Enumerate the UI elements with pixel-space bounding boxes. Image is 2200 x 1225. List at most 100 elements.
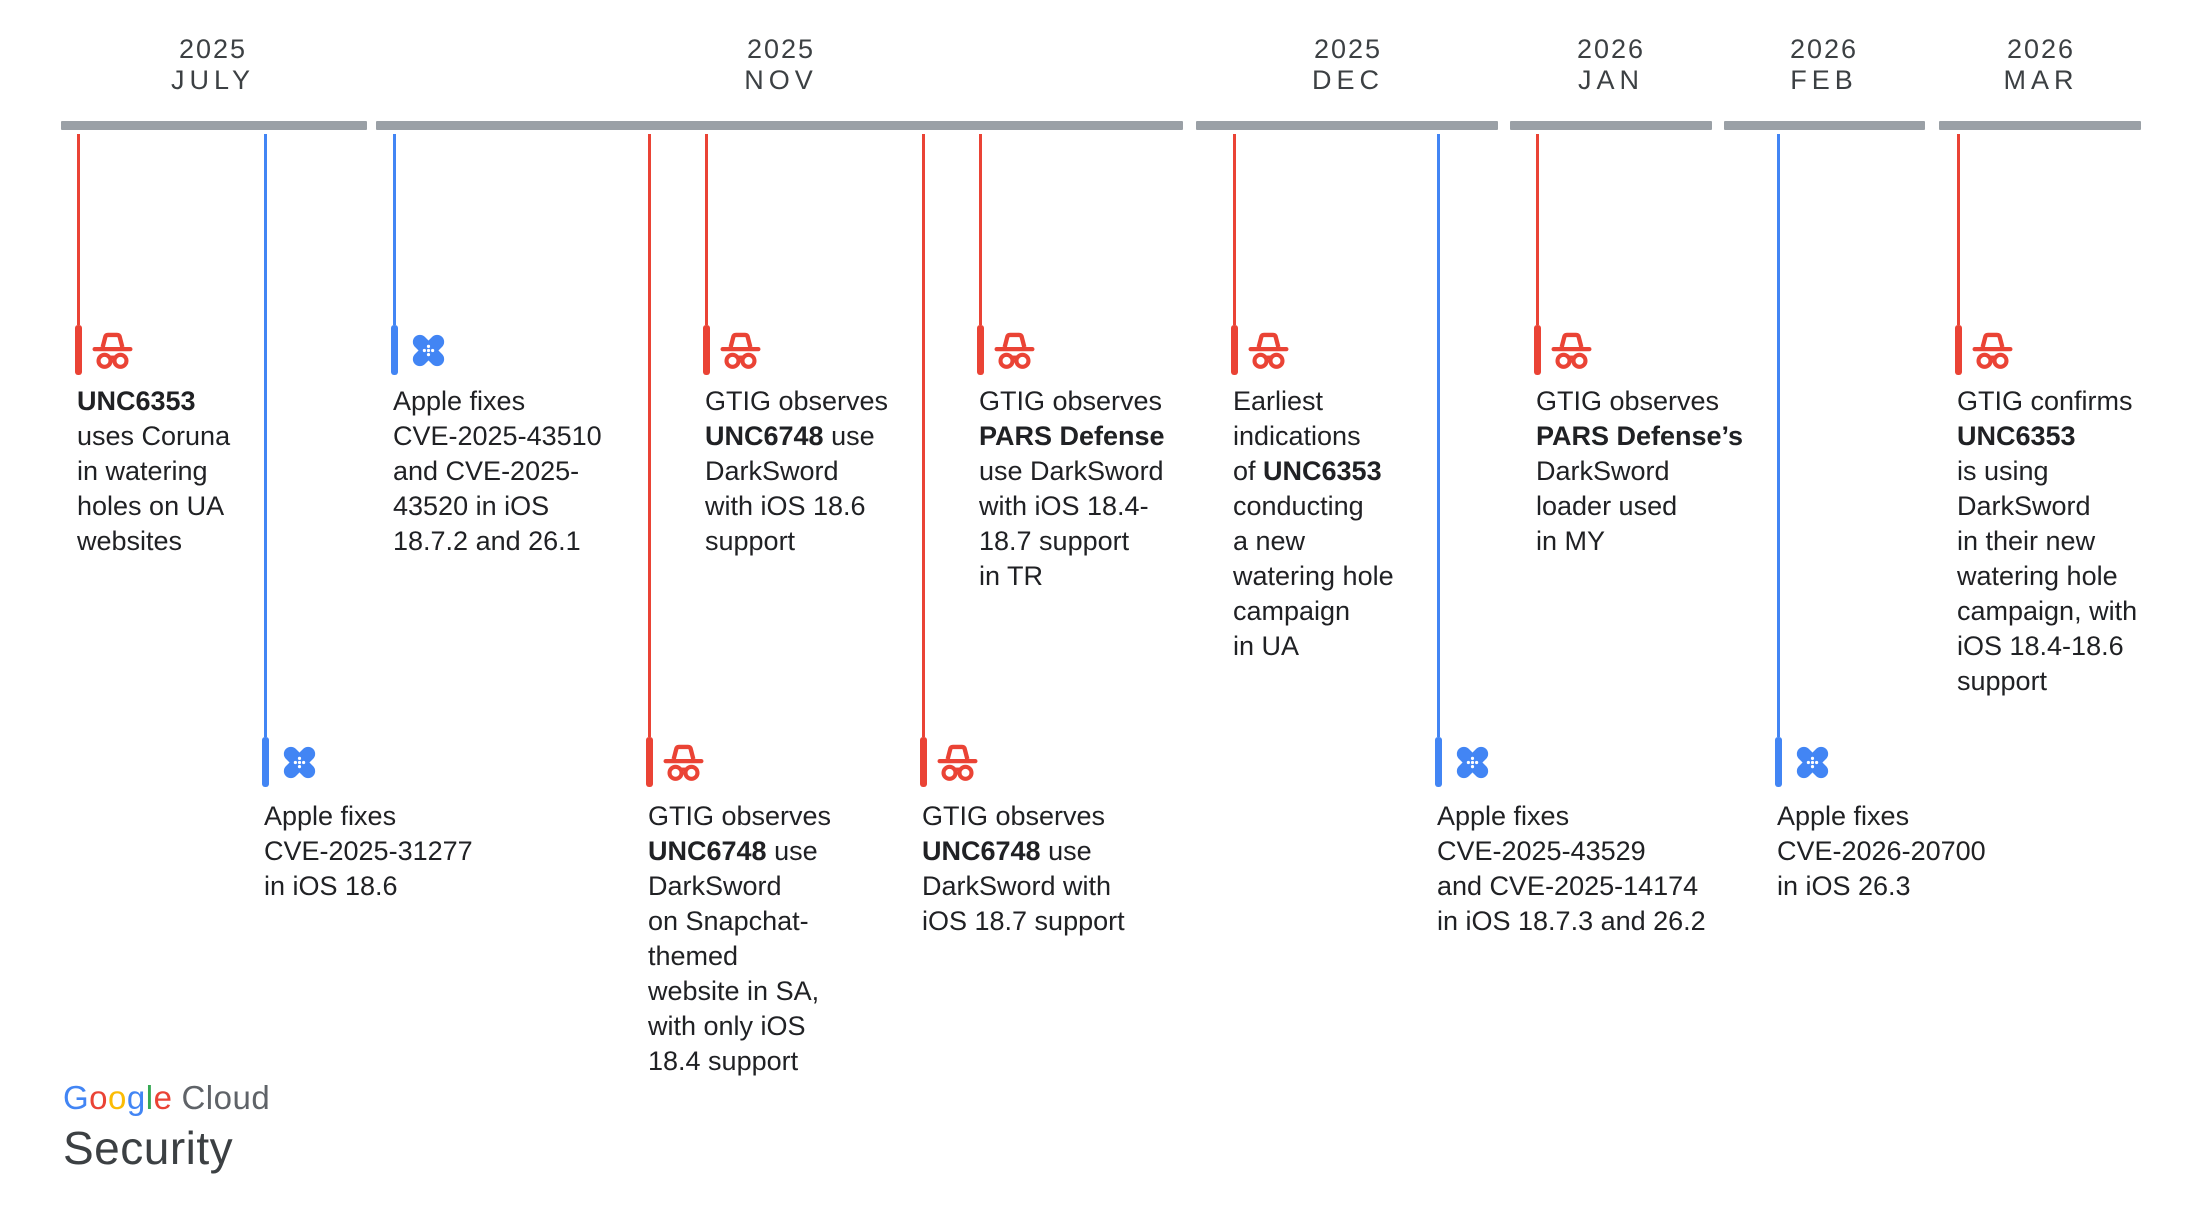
event-text-line: CVE-2025-43510	[393, 421, 602, 451]
timeline-bar-segment	[61, 121, 367, 130]
google-letter: l	[145, 1079, 154, 1116]
event-tick	[1435, 737, 1442, 787]
month-year-text: 2025	[178, 34, 248, 64]
event-stem	[705, 134, 708, 325]
month-name-text: JAN	[1577, 65, 1645, 95]
event-text-line: 18.7.2 and 26.1	[393, 526, 581, 556]
event-text-line: on Snapchat-	[648, 906, 809, 936]
event-text-line: iOS 18.7 support	[922, 906, 1125, 936]
event-text-line: DarkSword	[648, 871, 782, 901]
google-letter: o	[89, 1079, 109, 1116]
event-text-line: in iOS 18.6	[264, 871, 398, 901]
event-text-line: GTIG observes	[979, 386, 1163, 416]
event-text-line: PARS Defense’s	[1536, 421, 1744, 451]
event-stem	[648, 134, 651, 737]
event-text-line: websites	[77, 526, 183, 556]
month-year-text: 2026	[1576, 34, 1646, 64]
event-text-line: is using	[1957, 456, 2049, 486]
incognito-icon	[1549, 328, 1594, 373]
event-stem	[1536, 134, 1539, 325]
event-text-line: GTIG observes	[648, 801, 832, 831]
event-tick	[75, 325, 82, 375]
event-text-line: and CVE-2025-	[393, 456, 580, 486]
event-text-line: holes on UA	[77, 491, 225, 521]
event-text-line: UNC6353	[77, 386, 196, 416]
event-text-line: Earliest	[1233, 386, 1324, 416]
event-text-line: website in SA,	[648, 976, 820, 1006]
event-text-line: in watering	[77, 456, 208, 486]
bandage-icon	[277, 740, 322, 785]
event-text-line: watering hole	[1233, 561, 1394, 591]
incognito-icon	[992, 328, 1037, 373]
event-stem	[922, 134, 925, 737]
event-text-line: with iOS 18.6	[705, 491, 866, 521]
event-text-line: conducting	[1233, 491, 1364, 521]
incognito-icon	[90, 328, 135, 373]
event-stem	[1233, 134, 1236, 325]
event-text-line: campaign, with	[1957, 596, 2138, 626]
timeline-bar-segment	[1510, 121, 1712, 130]
event-tick	[391, 325, 398, 375]
event-text-line: in TR	[979, 561, 1044, 591]
incognito-icon	[718, 328, 763, 373]
event-text-line: campaign	[1233, 596, 1351, 626]
event-stem	[393, 134, 396, 325]
month-year-text: 2026	[2006, 34, 2076, 64]
event-tick	[646, 737, 653, 787]
event-text-line: use DarkSword	[979, 456, 1164, 486]
event-text-line: of UNC6353	[1233, 456, 1382, 486]
event-tick	[1534, 325, 1541, 375]
event-text-line: CVE-2025-31277	[264, 836, 473, 866]
incognito-icon	[1970, 328, 2015, 373]
event-text-line: with only iOS	[648, 1011, 806, 1041]
month-year-text: 2025	[746, 34, 816, 64]
event-text-line: 18.4 support	[648, 1046, 799, 1076]
event-text-line: 43520 in iOS	[393, 491, 550, 521]
event-text-line: CVE-2026-20700	[1777, 836, 1986, 866]
timeline-bar-segment	[376, 121, 1183, 130]
event-text-line: in UA	[1233, 631, 1300, 661]
event-text-line: GTIG observes	[1536, 386, 1720, 416]
google-letter: o	[108, 1079, 127, 1116]
event-text-line: in their new	[1957, 526, 2096, 556]
timeline-bar-segment	[1196, 121, 1498, 130]
event-stem	[1957, 134, 1960, 325]
month-year-text: 2026	[1789, 34, 1859, 64]
event-text-line: UNC6748 use	[922, 836, 1092, 866]
event-text-line: iOS 18.4-18.6	[1957, 631, 2124, 661]
event-stem	[1437, 134, 1440, 737]
event-tick	[1231, 325, 1238, 375]
incognito-icon	[661, 740, 706, 785]
event-stem	[77, 134, 80, 325]
event-text-line: watering hole	[1957, 561, 2118, 591]
event-text-line: in iOS 18.7.3 and 26.2	[1437, 906, 1706, 936]
event-stem	[264, 134, 267, 737]
month-name-text: MAR	[2003, 65, 2079, 95]
event-tick	[1775, 737, 1782, 787]
month-name-text: FEB	[1790, 65, 1858, 95]
event-text-line: GTIG observes	[705, 386, 889, 416]
google-letter: G	[63, 1079, 90, 1116]
event-text-line: GTIG confirms	[1957, 386, 2133, 416]
bandage-icon	[1790, 740, 1835, 785]
event-text-line: loader used	[1536, 491, 1678, 521]
event-text-line: UNC6748 use	[705, 421, 875, 451]
google-wordmark: Google	[63, 1079, 172, 1116]
timeline-bar-segment	[1939, 121, 2141, 130]
event-text-line: DarkSword	[1536, 456, 1670, 486]
